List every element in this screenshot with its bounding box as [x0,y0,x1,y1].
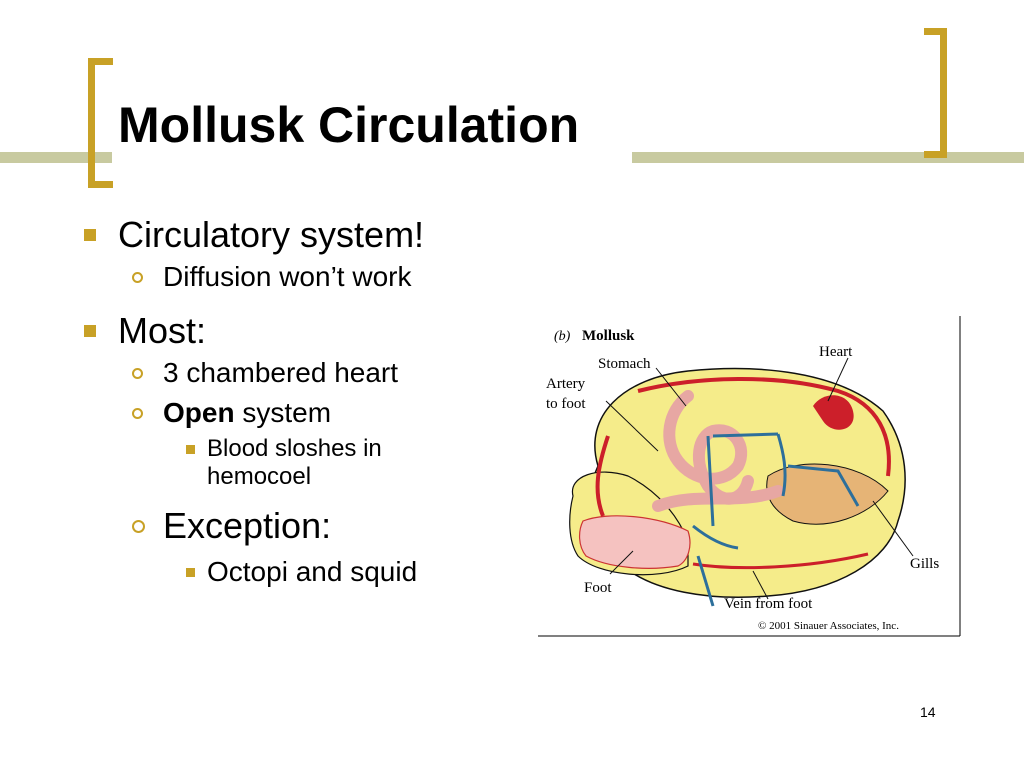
bullet-text: 3 chambered heart [163,356,399,388]
bullet-text: Circulatory system! [118,214,425,255]
label-artery-line1: Artery [546,376,586,392]
gill-shape [766,463,889,525]
bullet-diffusion: Diffusion won’t work [80,261,520,293]
bullet-list: Circulatory system! Diffusion won’t work… [80,214,520,588]
right-bracket-decoration [924,28,947,158]
bullet-most: Most: [80,310,520,351]
vein-from-foot [696,555,715,607]
vein-network [692,432,860,550]
bullet-octopi-squid: Octopi and squid [80,556,520,588]
copyright-notice: © 2001 Sinauer Associates, Inc. [758,620,899,632]
vein-leader [752,570,769,600]
artery-to-foot [595,435,610,517]
bullet-three-chambered-heart: 3 chambered heart [80,357,520,389]
panel-letter: (b) [554,329,571,344]
mollusk-circulation-figure: (b) Mollusk Stomach Heart Artery to foot… [538,316,961,637]
label-vein-from-foot: Vein from foot [724,596,813,612]
artery-upper [637,377,891,477]
bullet-text-line1: Blood sloshes in [207,435,382,463]
foot-tissue-shape [579,515,691,569]
label-gills: Gills [910,556,939,572]
bullet-text: system [234,397,332,429]
bullet-open-system: Open system [80,397,520,429]
bullet-text-line2: hemocoel [207,462,312,490]
label-heart: Heart [819,344,853,360]
label-artery-line2: to foot [546,396,586,412]
label-stomach: Stomach [598,356,651,372]
bullet-bold-text: Open [163,397,235,429]
heart-shape [813,395,854,430]
foot-leader [609,550,634,575]
bullet-exception: Exception: [80,505,520,546]
page-number: 14 [920,704,936,720]
slide-title: Mollusk Circulation [118,97,580,153]
bullet-text: Exception: [163,504,332,546]
left-bracket-decoration [88,58,113,188]
bullet-circulatory-system: Circulatory system! [80,214,520,255]
panel-title: Mollusk [582,328,635,344]
title-underline-gap [112,152,632,163]
bullet-text: Octopi and squid [207,555,418,587]
bullet-text: Most: [118,309,207,351]
heart-leader [827,357,849,402]
bullet-text: Diffusion won’t work [163,261,412,293]
artery-leader [605,400,659,452]
artery-lower [692,552,869,570]
gills-leader [872,500,914,557]
intestine-segment [652,485,784,512]
stomach-leader [655,367,687,407]
label-foot: Foot [584,580,612,596]
